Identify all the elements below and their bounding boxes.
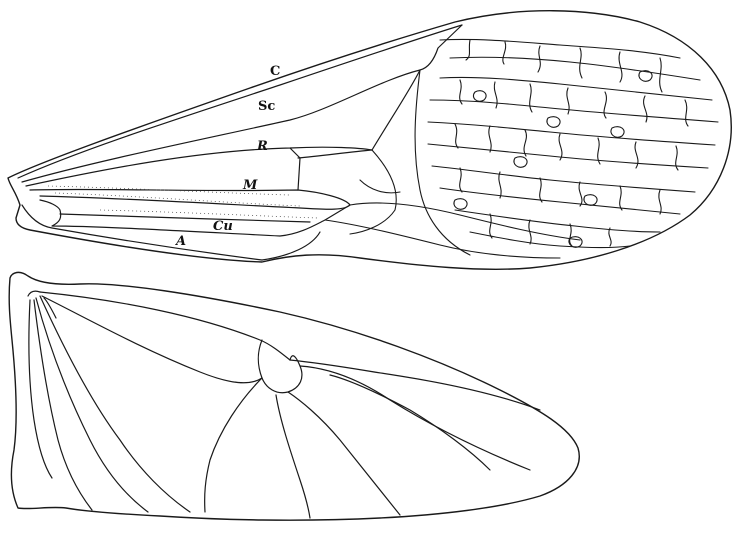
- vein-costa: [18, 25, 462, 178]
- hw-vein-cu2: [205, 378, 262, 512]
- hw-basal-1: [28, 291, 40, 296]
- hw-anal-3: [34, 300, 92, 510]
- hw-vein-3: [258, 340, 302, 393]
- label-costa: C: [270, 64, 280, 79]
- forewing: C Sc R M Cu A: [8, 11, 731, 270]
- vein-media-lower: [40, 196, 350, 209]
- label-cubitus: Cu: [213, 219, 233, 234]
- crossvein-r: [290, 148, 300, 190]
- hw-vein-m2: [276, 395, 310, 518]
- label-anal: A: [174, 234, 186, 249]
- label-radius: R: [256, 139, 268, 154]
- hw-anal-2: [36, 298, 148, 512]
- crossvein-r-m: [298, 150, 372, 158]
- apical-reticulation: [325, 39, 718, 258]
- vein-anal: [22, 205, 320, 260]
- hw-vein-1: [40, 292, 290, 360]
- stipple-2: [55, 193, 300, 206]
- vein-radius-upper: [372, 70, 420, 150]
- hindwing: [9, 272, 579, 520]
- vein-subcosta: [22, 25, 462, 182]
- hw-anal-4: [29, 300, 52, 478]
- hw-vein-cu: [330, 375, 490, 470]
- vein-cubitus-inner: [60, 214, 310, 222]
- hw-vein-r: [290, 360, 540, 410]
- vein-radius: [26, 147, 372, 186]
- label-media: M: [242, 178, 258, 193]
- hw-vein-r-branch: [300, 366, 530, 470]
- label-subcosta: Sc: [258, 99, 275, 114]
